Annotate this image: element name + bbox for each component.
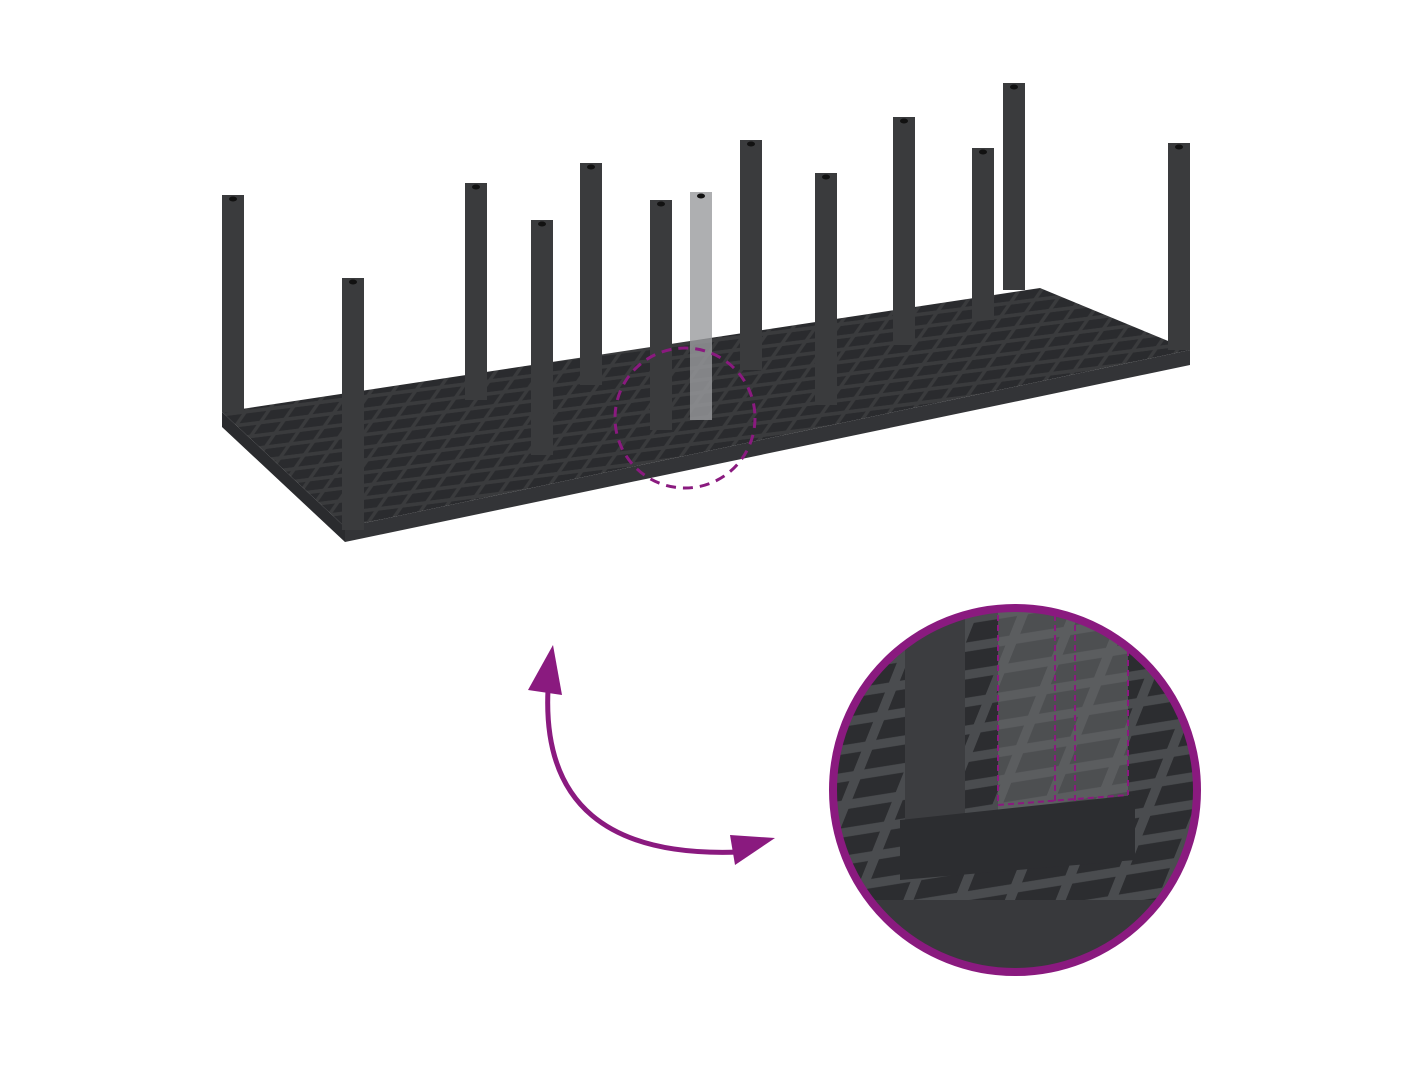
post-hole [822,174,830,180]
shelf-post [893,117,915,345]
post-hole [472,184,480,190]
shelf-posts [222,83,1190,530]
shelf-post [650,200,672,430]
post-hole [900,118,908,124]
shelf-post [342,278,364,530]
post-hole [697,193,705,199]
post-hole [657,201,665,207]
post-hole [979,149,987,155]
post-hole [587,164,595,170]
dashed-highlight-circle-icon [613,346,757,490]
ghost-post [690,192,712,420]
shelf-post [1003,83,1025,290]
post-hole [1010,84,1018,90]
shelf-post [740,140,762,370]
post-hole [229,196,237,202]
post-hole [747,141,755,147]
shelf-post [465,183,487,400]
post-hole [1175,144,1183,150]
shelf-post [815,173,837,405]
shelf-post [972,148,994,320]
shelf-post [531,220,553,455]
magnified-detail-circle-icon [829,604,1201,976]
post-hole [349,279,357,285]
post-hole [538,221,546,227]
shelf-post [580,163,602,385]
shelf-post [1168,143,1190,350]
curved-double-arrow-icon [528,645,775,865]
shelf-post [222,195,244,412]
